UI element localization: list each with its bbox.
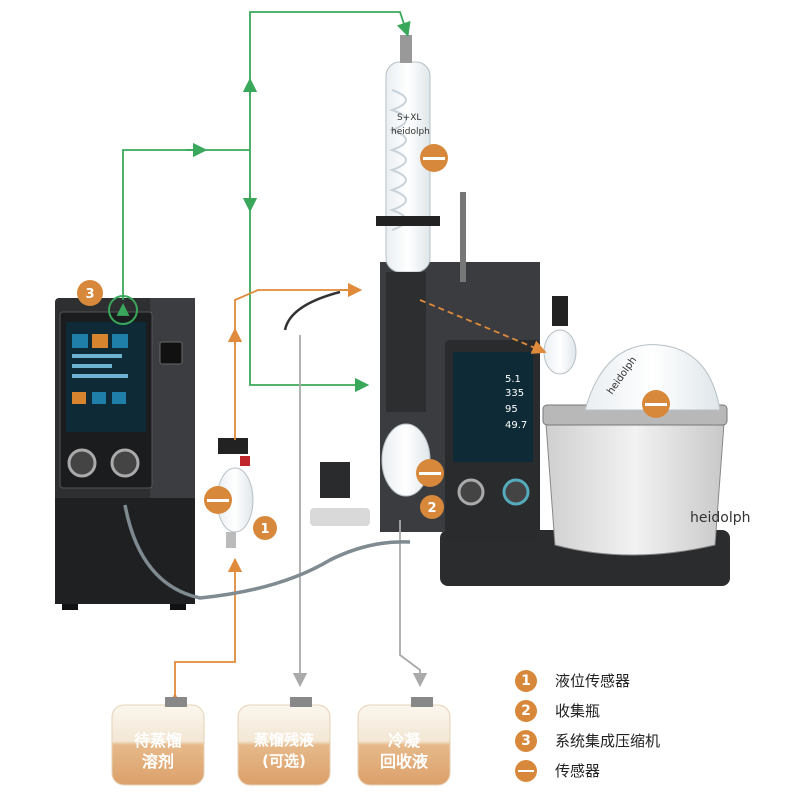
- legend-item-sensor: 传感器: [515, 758, 785, 788]
- legend-badge-3: 3: [515, 730, 537, 752]
- sensor-marker-level: [204, 486, 232, 514]
- tank-residue-line2: (可选): [262, 752, 306, 770]
- sensor-marker-condenser: [420, 144, 448, 172]
- tank-condensate-line1: 冷凝: [387, 731, 420, 750]
- svg-text:335: 335: [505, 388, 524, 399]
- compressor-unit: [55, 298, 195, 610]
- sensor-icon: [515, 760, 537, 782]
- svg-text:49.7: 49.7: [505, 420, 527, 431]
- tank-condensate: [357, 697, 451, 786]
- condenser-model: S+XL: [397, 113, 421, 123]
- tank-feed-solvent: [111, 697, 205, 786]
- drain-lines: [292, 335, 428, 688]
- sensor-marker-collector: [416, 459, 444, 487]
- tank-residue-line1: 蒸馏残液: [253, 731, 314, 749]
- compressor-knob-right: [110, 448, 140, 478]
- legend: 1 液位传感器 2 收集瓶 3 系统集成压缩机 传感器: [515, 668, 785, 788]
- tank-condensate-line2: 回收液: [379, 752, 428, 771]
- callout-3-compressor: 3: [77, 280, 103, 306]
- main-screen: [453, 352, 533, 462]
- svg-text:5.1: 5.1: [505, 374, 521, 385]
- legend-item-compressor: 3 系统集成压缩机: [515, 728, 785, 758]
- legend-label-3: 系统集成压缩机: [555, 732, 661, 750]
- condenser-brand: heidolph: [391, 127, 430, 137]
- svg-text:2: 2: [427, 501, 436, 516]
- legend-item-collection-flask: 2 收集瓶: [515, 698, 785, 728]
- main-screen-readings: 5.1 335 95 49.7: [505, 374, 527, 431]
- legend-badge-1: 1: [515, 670, 537, 692]
- tank-residue-label: 蒸馏残液 (可选): [238, 730, 330, 772]
- main-knob-right: [502, 478, 530, 506]
- tank-feed-line2: 溶剂: [141, 752, 174, 771]
- tank-residue: [237, 697, 331, 786]
- legend-label-1: 液位传感器: [555, 672, 631, 690]
- callout-2-collection-flask: 2: [420, 495, 444, 519]
- heating-bath: [544, 409, 726, 556]
- cooling-lines: [108, 11, 411, 393]
- legend-item-level-sensor: 1 液位传感器: [515, 668, 785, 698]
- svg-text:95: 95: [505, 404, 518, 415]
- callout-1-level-sensor: 1: [253, 516, 277, 540]
- compressor-knob-left: [67, 448, 97, 478]
- evaporation-flask: [584, 344, 721, 411]
- collection-flask: [381, 423, 431, 497]
- tank-feed-label: 待蒸馏 溶剂: [112, 730, 204, 772]
- svg-text:3: 3: [85, 287, 94, 302]
- vacuum-hose: [123, 504, 411, 600]
- sensor-marker-flask: [642, 390, 670, 418]
- svg-text:1: 1: [260, 522, 269, 537]
- evaporator-body: heidolph heidolph S+XL heidolph: [310, 35, 750, 586]
- power-switch-icon: [159, 341, 183, 365]
- legend-label-sensor: 传感器: [555, 762, 601, 780]
- solvent-feed-lines: [167, 282, 547, 712]
- legend-badge-2: 2: [515, 700, 537, 722]
- legend-label-2: 收集瓶: [555, 702, 601, 720]
- tank-feed-line1: 待蒸馏: [133, 731, 182, 750]
- tank-condensate-label: 冷凝 回收液: [358, 730, 450, 772]
- bath-brand: heidolph: [690, 510, 750, 526]
- main-knob-left: [457, 478, 485, 506]
